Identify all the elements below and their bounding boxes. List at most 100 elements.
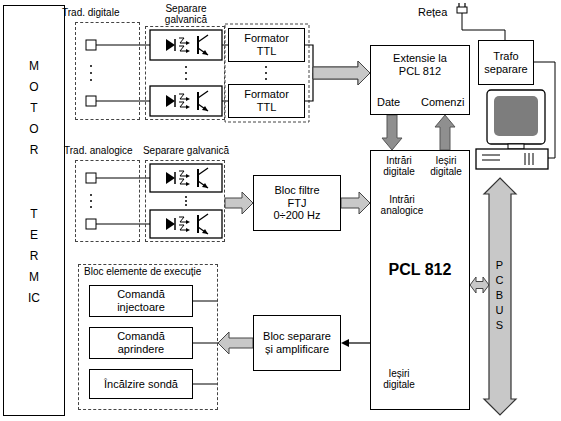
process-box: Bloc separare și amplificare [253,315,341,371]
node-text: Trad. digitale [62,8,119,19]
block-arrow [435,115,455,150]
node-text: Bloc elemente de execuție [84,267,201,278]
ellipsis-dot [90,79,92,81]
connector [305,45,370,85]
process-box: Trafo separare [478,40,534,85]
isolation-group: Separare galvanică [145,26,225,120]
node-text: PC BUS [494,258,505,333]
ellipsis-dot [185,196,187,198]
plug-symbol [457,7,467,13]
monitor-stand [508,144,524,149]
actuator-group: Bloc elemente de execuțieComandă injecto… [78,264,218,410]
connector [225,192,253,214]
node-text: Separare galvanică [138,146,234,157]
node-text: Ieșiri digitale [425,156,467,177]
ellipsis-dot [185,78,187,80]
wire [192,343,218,344]
ellipsis-dot [185,204,187,206]
node-text: MOTOR [28,56,40,161]
optocoupler-box [150,210,222,238]
node-text: Intrări digitale [376,156,422,177]
ellipsis-dot [185,72,187,74]
node-text: Intrări analogice [376,195,428,216]
ellipsis-dot [90,206,92,208]
wire [96,45,150,46]
connector [305,61,370,101]
optocoupler-symbol [166,168,208,188]
computer-case [476,149,548,169]
optocoupler-box [150,30,222,60]
dashed-group [225,24,309,122]
block-arrow [313,61,370,85]
wire [192,384,218,385]
case-details [482,153,533,165]
wire [96,224,150,225]
sensor-symbol [86,40,96,50]
block-arrow [218,332,253,354]
bus-arrow-shape [484,178,516,415]
node-text: Trafo separare [482,50,530,75]
connector [382,115,402,150]
optocoupler-symbol [166,91,208,111]
ellipsis-dot [90,200,92,202]
sensor-group: Trad. analogice [75,160,140,242]
block-arrow [470,277,489,293]
node-text: Bloc filtre FTJ 0÷200 Hz [272,184,322,222]
process-box: Comandă injectoare [89,285,193,317]
arrowhead [341,339,349,347]
block-arrow [313,61,370,85]
sensor-symbol [86,219,96,229]
isolation-group: Separare galvanică [145,160,225,242]
signal-line [349,342,370,343]
ellipsis-dot [90,65,92,67]
node-text: Bloc separare și amplificare [260,330,334,355]
wire [192,301,218,302]
sensor-symbol [86,173,96,183]
ellipsis-dot [185,200,187,202]
node-text: PCL 812 [371,261,469,279]
wire [96,178,150,179]
connector [341,192,370,214]
connector [341,339,370,347]
wire [96,101,150,102]
process-box: Încălzire sondă [89,369,193,399]
optocoupler-symbol [166,214,208,234]
bus-arrow: PC BUS [489,178,511,415]
ellipsis-dot [185,66,187,68]
connector [435,115,455,150]
node-text: Formator TTL [241,32,293,57]
node-text: Ieșiri digitale [376,369,422,390]
node-text: Date [377,96,400,109]
sensor-group: Trad. digitale [75,22,140,120]
monitor-screen [494,96,538,136]
monitor-symbol [487,90,545,144]
process-box: Extensie la PCL 812Date Comenzi [370,45,470,115]
plug-prongs [459,3,465,7]
process-box: Comandă aprindere [89,327,193,359]
connector [470,277,489,293]
net-label: Rețea [418,6,447,19]
node-text: Extensie la PCL 812 [390,52,450,77]
optocoupler-box [150,164,222,192]
node-text: Trad. analogice [64,146,133,157]
node-text: Încălzire sondă [104,378,178,391]
wire [462,13,505,40]
process-box: Formator TTL [228,84,305,118]
ellipsis-dot [90,72,92,74]
sensor-symbol [86,96,96,106]
ellipsis-dot [265,66,267,68]
block-arrow [341,192,370,214]
block-arrow [225,192,253,214]
board-box: Intrări digitaleIeșiri digitaleIntrări a… [370,150,470,410]
block-arrow [382,115,402,150]
process-box: Bloc filtre FTJ 0÷200 Hz [253,175,341,231]
ellipsis-dot [90,194,92,196]
node-text: Comandă injectoare [110,288,172,313]
node-text: Separare galvanică [146,4,226,25]
ellipsis-dot [265,78,267,80]
node-text: Comenzi [421,96,464,109]
process-box: Formator TTL [228,28,305,62]
optocoupler-box [150,86,222,116]
bus-wire [305,73,313,101]
